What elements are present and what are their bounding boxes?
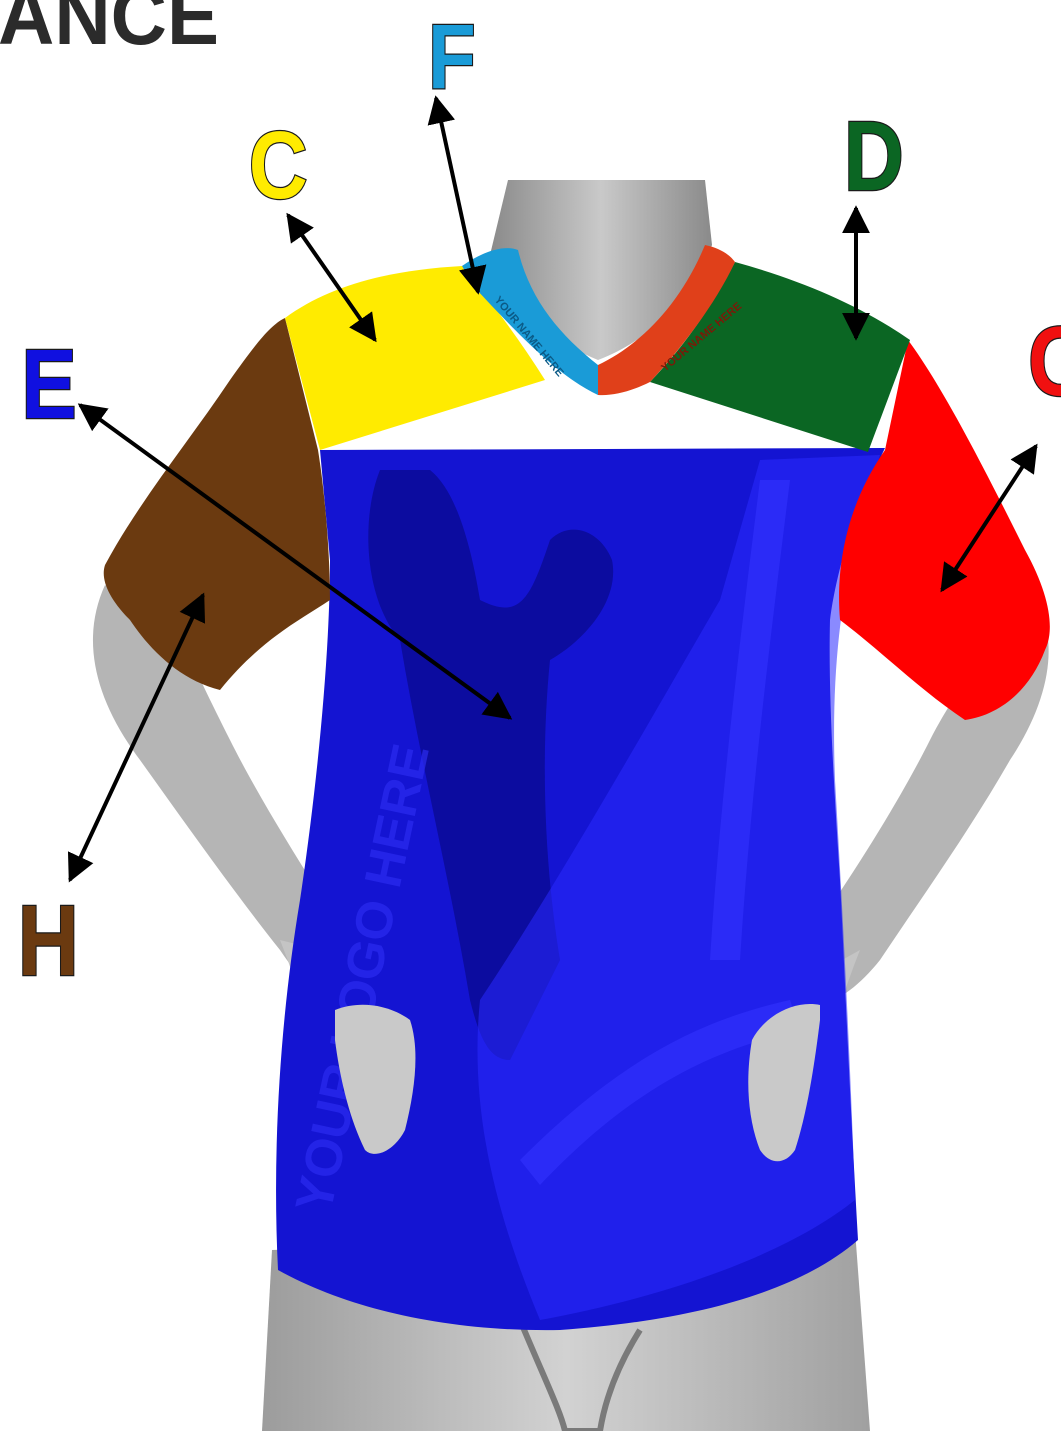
header-title: ANCE — [0, 0, 219, 62]
label-c: C — [249, 111, 308, 219]
label-f: F — [428, 6, 476, 108]
arrow-f — [436, 98, 478, 292]
label-g: G — [1028, 308, 1061, 417]
label-d: D — [844, 103, 904, 212]
label-e: E — [21, 331, 77, 440]
label-h: H — [18, 884, 79, 996]
shirt-body: YOUR LOGO HERE — [276, 448, 885, 1330]
